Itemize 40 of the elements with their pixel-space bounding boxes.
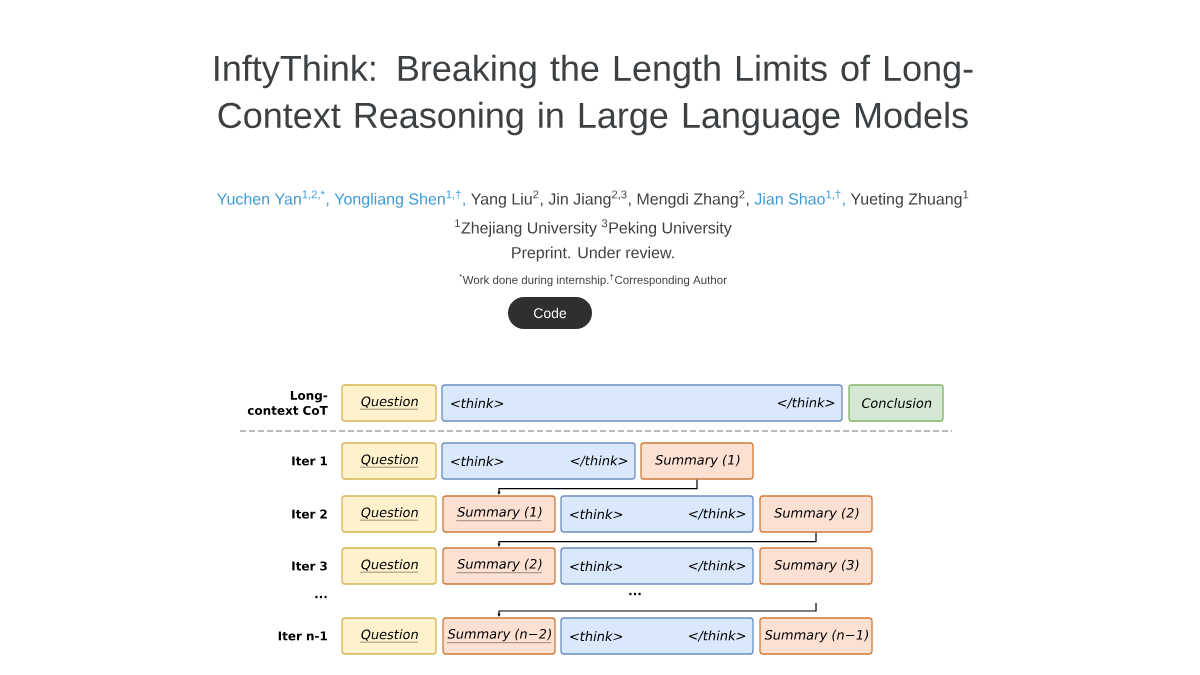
author-name: Jin Jiang$^{2,3}$, (548, 190, 631, 208)
author-name: Yongliang Shen$^{1,†}$, (334, 190, 465, 208)
arrow (497, 602, 817, 617)
question-box: Question (341, 384, 437, 422)
question-box: Question (341, 442, 437, 480)
title: InftyThink: Breaking the Length Limits of Long-Context Reasoning in Large Language Models (215, 54, 973, 136)
footnote: $^{*}$Work done during internship.$^{†}$Corresponding Author (459, 273, 727, 287)
think-box: <think> </think> (441, 442, 636, 480)
row-label: Long-context CoT (247, 391, 328, 415)
summary-box: Summary (1) (640, 442, 754, 480)
summary-box: Summary (1) (442, 495, 556, 533)
summary-box: Summary (2) (759, 495, 873, 533)
question-box: Question (341, 495, 437, 533)
status-note: Preprint. Under review. (512, 246, 674, 262)
row-label: Iter 1 (292, 456, 327, 466)
ellipsis: ... (629, 592, 641, 596)
summary-box: Summary (2) (442, 547, 556, 585)
summary-box: Summary (n−1) (759, 617, 873, 655)
code-button: Code (508, 297, 592, 329)
question-box: Question (341, 547, 437, 585)
row-label: Iter 3 (292, 561, 327, 571)
summary-box: Summary (n−2) (442, 617, 556, 655)
summary-box: Summary (3) (759, 547, 873, 585)
think-box: <think> </think> (441, 384, 843, 422)
author-name: Mengdi Zhang$^{2}$, (637, 190, 749, 208)
row-label: Iter 2 (292, 509, 327, 519)
row-label: Iter n-1 (278, 631, 327, 641)
author-name: Yuchen Yan$^{1,2,*}$, (217, 190, 329, 207)
question-box: Question (341, 617, 437, 655)
think-box: <think> </think> (560, 495, 754, 533)
arrow (497, 532, 817, 547)
author-name: Yang Liu$^{2}$, (471, 190, 543, 208)
author-name: Yueting Zhuang$^{1}$ (850, 190, 969, 208)
conclusion-box: Conclusion (848, 384, 944, 422)
think-box: <think> </think> (560, 617, 754, 655)
arrow (497, 479, 698, 495)
think-box: <think> </think> (560, 547, 754, 585)
row-label: ... (315, 595, 327, 599)
affiliations: $^{1}$Zhejiang University $^{3}$Peking University (455, 219, 732, 237)
author-name: Jian Shao$^{1,†}$, (754, 190, 845, 207)
